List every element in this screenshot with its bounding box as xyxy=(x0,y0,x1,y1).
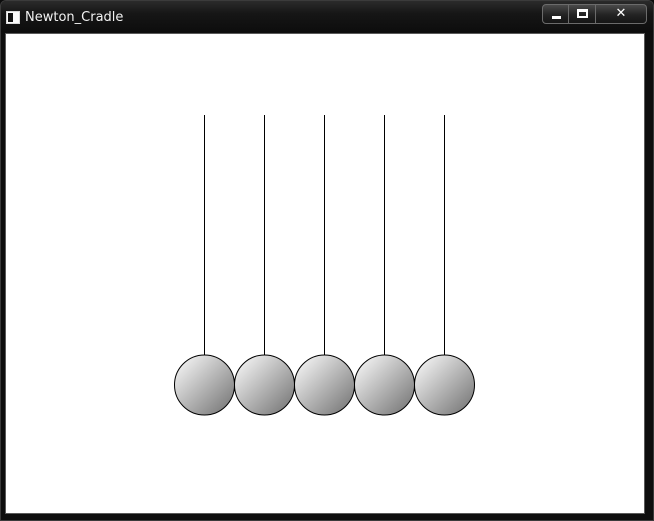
title-bar[interactable]: Newton_Cradle ✕ xyxy=(1,1,653,32)
maximize-button[interactable] xyxy=(569,4,596,24)
app-window-icon[interactable] xyxy=(6,11,20,24)
window-title: Newton_Cradle xyxy=(25,10,124,25)
pendulum-ball-5[interactable] xyxy=(414,354,475,416)
pendulum-ball-3[interactable] xyxy=(294,354,355,416)
minimize-button[interactable] xyxy=(542,4,569,24)
newton-cradle-drawing xyxy=(174,115,475,416)
minimize-icon xyxy=(552,16,561,19)
maximize-icon xyxy=(577,9,588,18)
cradle-canvas[interactable] xyxy=(5,33,645,514)
pendulum-ball-2[interactable] xyxy=(234,354,295,416)
caption-buttons: ✕ xyxy=(542,4,647,24)
close-button[interactable]: ✕ xyxy=(596,4,647,24)
close-icon: ✕ xyxy=(615,6,627,21)
pendulum-ball-1[interactable] xyxy=(174,354,235,416)
pendulum-ball-4[interactable] xyxy=(354,354,415,416)
